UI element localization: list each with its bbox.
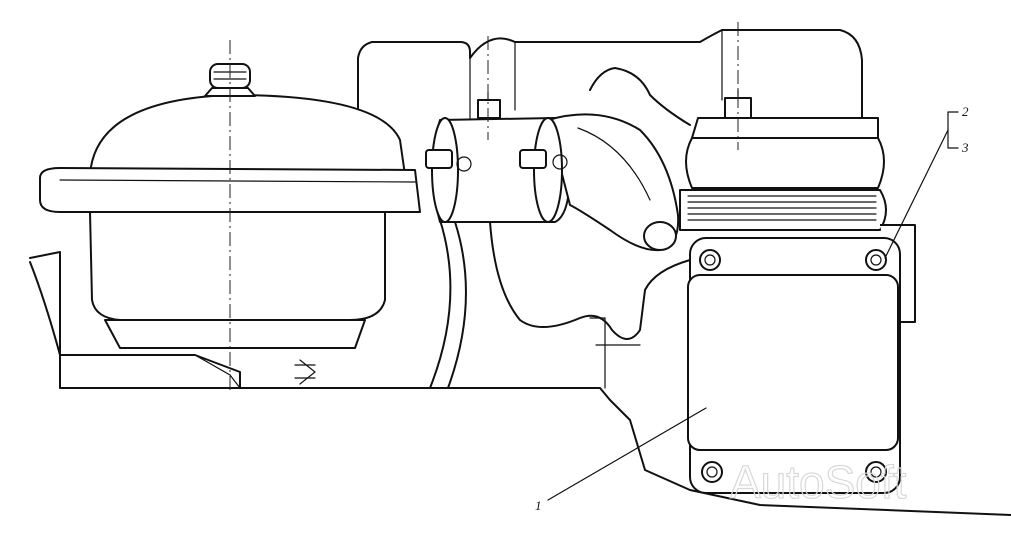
bolt-top-right	[865, 249, 887, 271]
air-cleaner	[39, 63, 421, 349]
bolt-top-left	[699, 249, 721, 271]
callout-2: 2	[962, 104, 969, 119]
manifold-casting	[489, 67, 691, 389]
intake-pipe	[425, 91, 680, 252]
breather-hose	[429, 219, 467, 389]
inspection-cover[interactable]	[687, 224, 916, 494]
leader-lines	[547, 111, 959, 501]
watermark-logo: AutoSoft	[730, 456, 907, 508]
callout-3: 3	[961, 140, 969, 155]
head-element	[679, 89, 887, 231]
center-lines	[229, 22, 739, 392]
bolt-bottom-left	[701, 461, 723, 483]
callout-1: 1	[535, 498, 542, 513]
rocker-cover	[357, 29, 863, 119]
engine-block	[29, 251, 1011, 516]
bolt-bottom-right	[865, 461, 887, 483]
